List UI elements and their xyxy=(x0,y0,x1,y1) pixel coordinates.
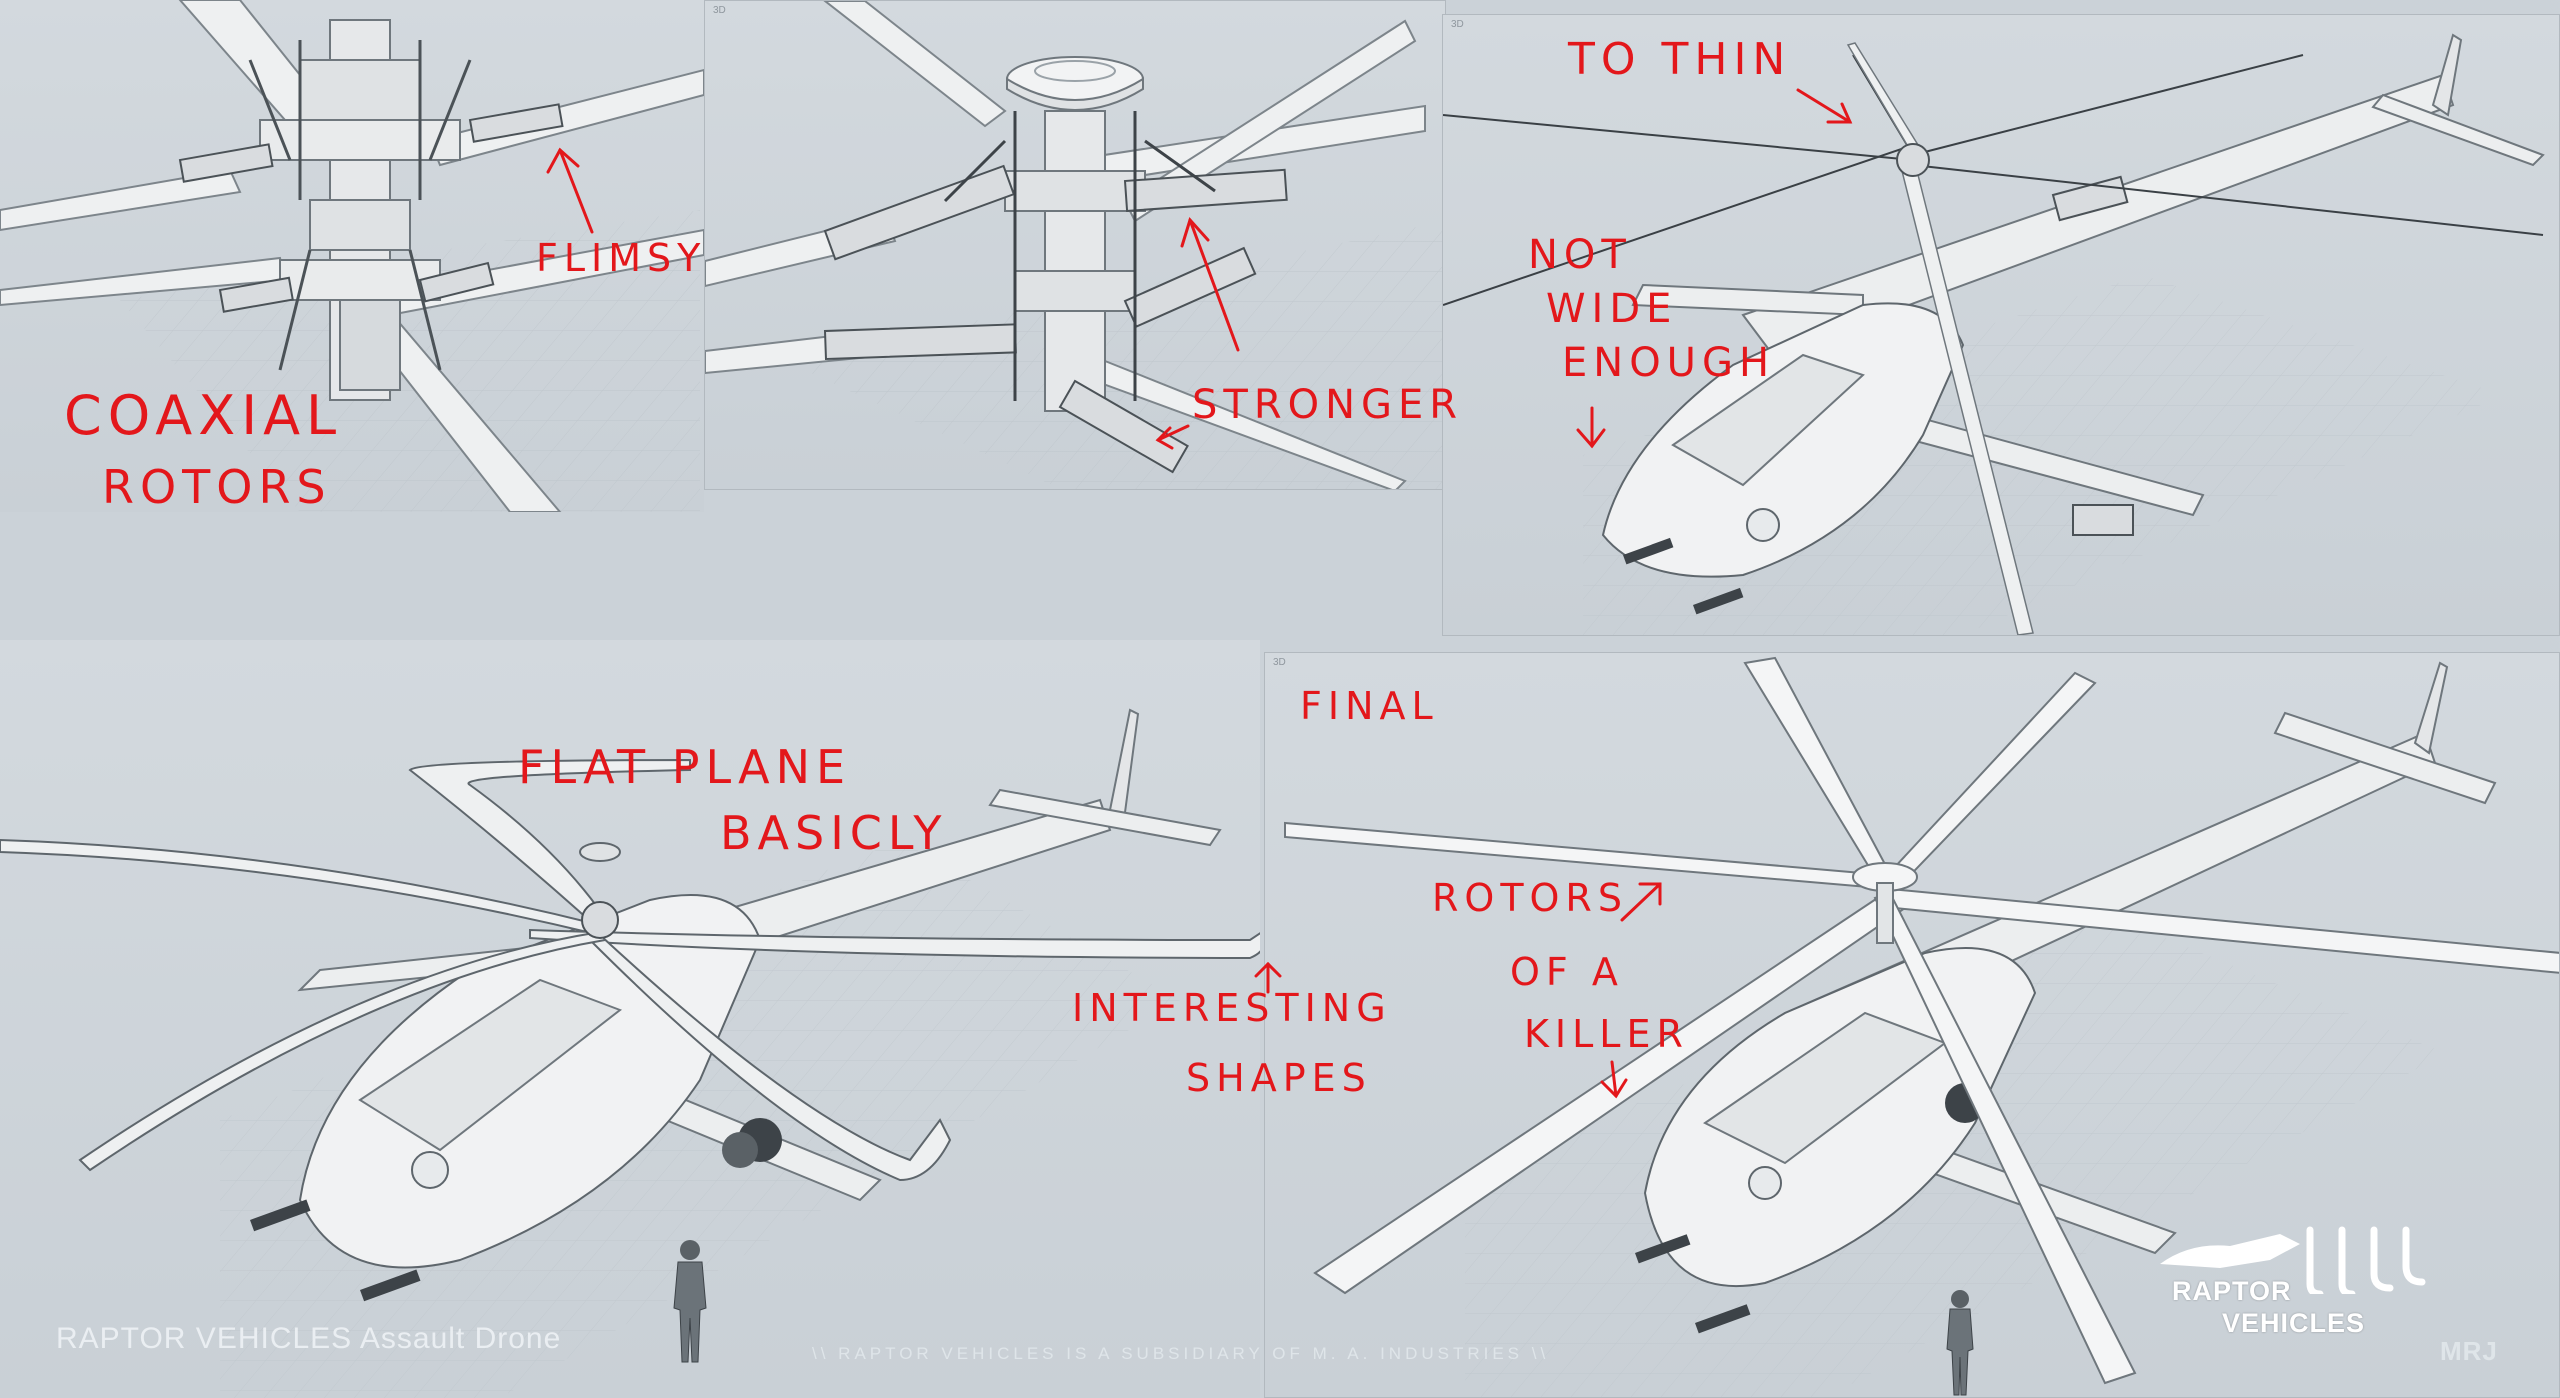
note-interesting-line2: SHAPES xyxy=(1186,1056,1372,1100)
logo-line1: RAPTOR xyxy=(2172,1276,2292,1306)
note-interesting-line1: INTERESTING xyxy=(1072,986,1392,1030)
note-not-wide-line3: ENOUGH xyxy=(1562,340,1776,386)
note-flat-plane-line2: BASICLY xyxy=(720,806,948,860)
raptor-vehicles-logo: RAPTOR VEHICLES xyxy=(2160,1224,2440,1354)
note-rotors-killer-line1: ROTORS xyxy=(1432,876,1628,920)
human-scale-figure xyxy=(673,1240,707,1363)
panel-flat-plane xyxy=(0,640,1260,1398)
note-not-wide-line2: WIDE xyxy=(1546,286,1678,332)
coaxial-rotor-render xyxy=(0,0,704,512)
raptor-logo-icon xyxy=(2160,1226,2426,1294)
artist-mark: MRJ xyxy=(2440,1336,2498,1366)
note-flimsy: FLIMSY xyxy=(536,236,707,280)
panel-coaxial-rotors xyxy=(0,0,704,512)
note-not-wide-line1: NOT xyxy=(1528,232,1632,278)
note-final: FINAL xyxy=(1300,684,1439,728)
logo-line2: VEHICLES xyxy=(2222,1308,2366,1338)
panel-not-wide-enough: 3D xyxy=(1442,14,2560,636)
helicopter-render-v2 xyxy=(1443,33,2545,635)
note-rotors-killer-line2: OF A xyxy=(1510,950,1624,994)
footer-subsidiary-note: \\ RAPTOR VEHICLES IS A SUBSIDIARY OF M.… xyxy=(812,1344,1550,1363)
panel-label: 3D xyxy=(1451,19,1464,30)
panel-label: 3D xyxy=(1273,657,1286,668)
note-coaxial-line1: COAXIAL xyxy=(64,384,343,447)
helicopter-render-v3 xyxy=(0,708,1260,1398)
note-flat-plane-line1: FLAT PLANE xyxy=(518,740,852,794)
note-rotors-killer-line3: KILLER xyxy=(1524,1012,1689,1056)
human-scale-figure xyxy=(1946,1290,1974,1396)
note-coaxial-line2: ROTORS xyxy=(102,460,332,514)
footer-title: RAPTOR VEHICLES Assault Drone xyxy=(56,1322,562,1355)
note-stronger: STRONGER xyxy=(1192,382,1464,428)
panel-label: 3D xyxy=(713,5,726,16)
note-to-thin: TO THIN xyxy=(1568,34,1792,85)
